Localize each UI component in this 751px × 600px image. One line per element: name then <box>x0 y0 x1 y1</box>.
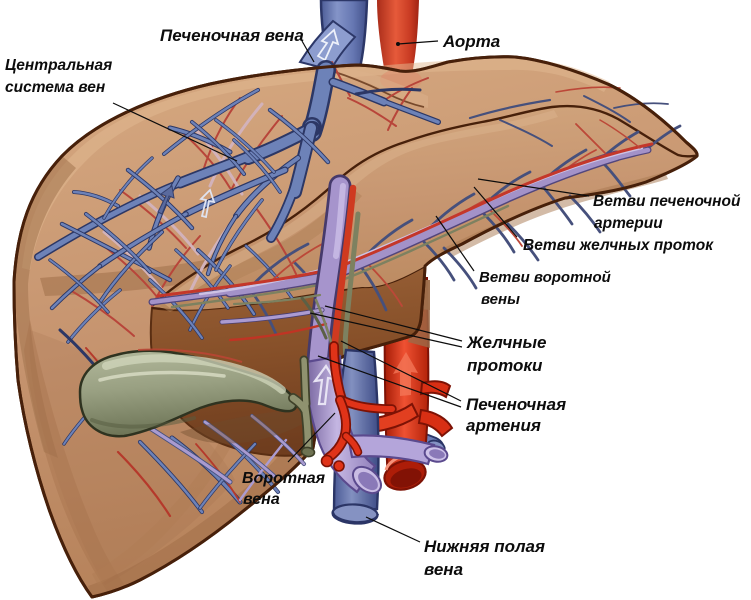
svg-text:Желчные: Желчные <box>466 333 547 352</box>
svg-text:Печеночная: Печеночная <box>466 395 566 414</box>
svg-text:Ветви печеночной: Ветви печеночной <box>593 193 741 210</box>
svg-text:артения: артения <box>466 416 541 435</box>
svg-text:вены: вены <box>481 291 520 308</box>
svg-text:Воротная: Воротная <box>242 470 326 487</box>
svg-text:Ветви желчных проток: Ветви желчных проток <box>523 237 714 254</box>
svg-text:вена: вена <box>424 560 463 579</box>
svg-text:система вен: система вен <box>5 79 106 96</box>
svg-text:Ветви воротной: Ветви воротной <box>479 269 611 286</box>
svg-text:вена: вена <box>243 491 280 508</box>
svg-text:Аорта: Аорта <box>442 32 500 51</box>
svg-text:Центральная: Центральная <box>5 57 112 74</box>
svg-text:Нижняя полая: Нижняя полая <box>424 537 545 556</box>
svg-text:протоки: протоки <box>467 356 543 375</box>
svg-text:артерии: артерии <box>594 215 663 232</box>
svg-text:Печеночная вена: Печеночная вена <box>160 26 304 45</box>
